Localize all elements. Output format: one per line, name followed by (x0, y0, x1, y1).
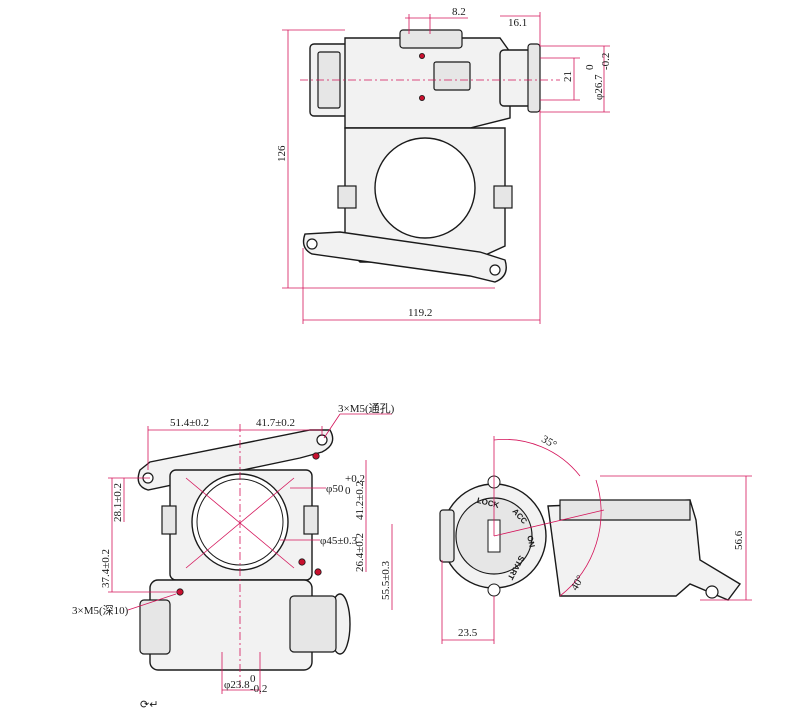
top-mount-bracket (302, 231, 507, 283)
top-screw-2 (418, 95, 425, 102)
dim-37-4-text: 37.4±0.2 (100, 549, 112, 588)
front-ear-left (161, 505, 177, 535)
top-right-flange (527, 43, 541, 113)
front-view: 51.4±0.2 41.7±0.2 3×M5(通孔) φ50 +0.2 0 φ4… (72, 402, 395, 695)
dim-51-4-text: 51.4±0.2 (170, 417, 209, 429)
top-boss (399, 29, 463, 49)
dim-holes-side-leader (127, 593, 177, 611)
top-plug (433, 61, 471, 91)
front-lower-connector (139, 599, 171, 655)
dim-40deg-arc (559, 479, 602, 597)
dim-23-8-text: φ23.8 (224, 679, 250, 691)
dim-126-text: 126 (276, 145, 288, 162)
top-mount-hole-left (306, 238, 318, 250)
dim-holes-top-leader (323, 413, 341, 439)
dim-28-1-text: 28.1±0.2 (112, 483, 124, 522)
dim-phi50-tol-lower: 0 (345, 485, 351, 497)
dim-holes-top-text: 3×M5(通孔) (338, 402, 395, 415)
side-clamp-arm (547, 499, 742, 601)
front-ear-right (303, 505, 319, 535)
dim-phi45-text: φ45±0.3 (320, 535, 358, 547)
key-label-on: ON (525, 535, 536, 549)
dim-23-8-tol-lower: -0.2 (250, 683, 267, 695)
dim-56-6-text: 56.6 (733, 530, 745, 550)
dim-55-5-text: 55.5±0.3 (380, 560, 392, 600)
side-lock-tab-left (439, 509, 455, 563)
side-lock-ear (487, 583, 501, 597)
front-hole-2 (298, 558, 306, 566)
dim-23-5-text: 23.5 (458, 627, 478, 639)
dim-35deg-text: 35° (539, 433, 558, 451)
front-hole-4 (312, 452, 320, 460)
top-clamp-bore (374, 137, 476, 239)
dim-119-text: 119.2 (408, 307, 432, 319)
dim-40deg-ref (493, 509, 605, 537)
dim-26-4-text: 26.4±0.2 (354, 533, 366, 572)
dim-41-7-text: 41.7±0.2 (256, 417, 295, 429)
footer-marker: ⟳↵ (140, 699, 158, 711)
front-hole-3 (314, 568, 322, 576)
top-main-housing (344, 37, 511, 129)
side-view: LOCK ACC ON START 35° 40° 56.6 23.5 (439, 433, 752, 644)
top-mount-hole-right (489, 264, 501, 276)
top-screw-1 (418, 53, 425, 60)
side-mount-hole (705, 585, 719, 599)
top-clamp-ear-left (337, 185, 357, 209)
dim-phi50-tol-upper: +0.2 (345, 473, 365, 485)
front-lower-housing (149, 579, 313, 671)
front-bracket-hole-right (316, 434, 328, 446)
top-clamp-ear-right (493, 185, 513, 209)
dim-41-2-text: 41.2±0.2 (354, 481, 366, 520)
dim-26-7-text: φ26.7 (593, 74, 605, 100)
dim-23-8-tol-upper: 0 (250, 673, 256, 685)
dim-phi50-text: φ50 (326, 483, 344, 495)
front-right-body (289, 595, 337, 653)
dim-21-text: 21 (562, 71, 574, 82)
dim-26-7-tol-lower: -0.2 (600, 53, 612, 70)
dim-8-2-text: 8.2 (452, 6, 466, 18)
dim-26-7-tol-upper: 0 (584, 64, 596, 70)
side-clamp-top (559, 499, 691, 521)
top-view: 8.2 16.1 21 φ26.7 0 -0.2 126 119.2 (276, 6, 612, 324)
dim-35deg-arc (493, 439, 581, 477)
dim-holes-side-text: 3×M5(深10) (72, 604, 129, 617)
dim-16-1-text: 16.1 (508, 17, 527, 29)
